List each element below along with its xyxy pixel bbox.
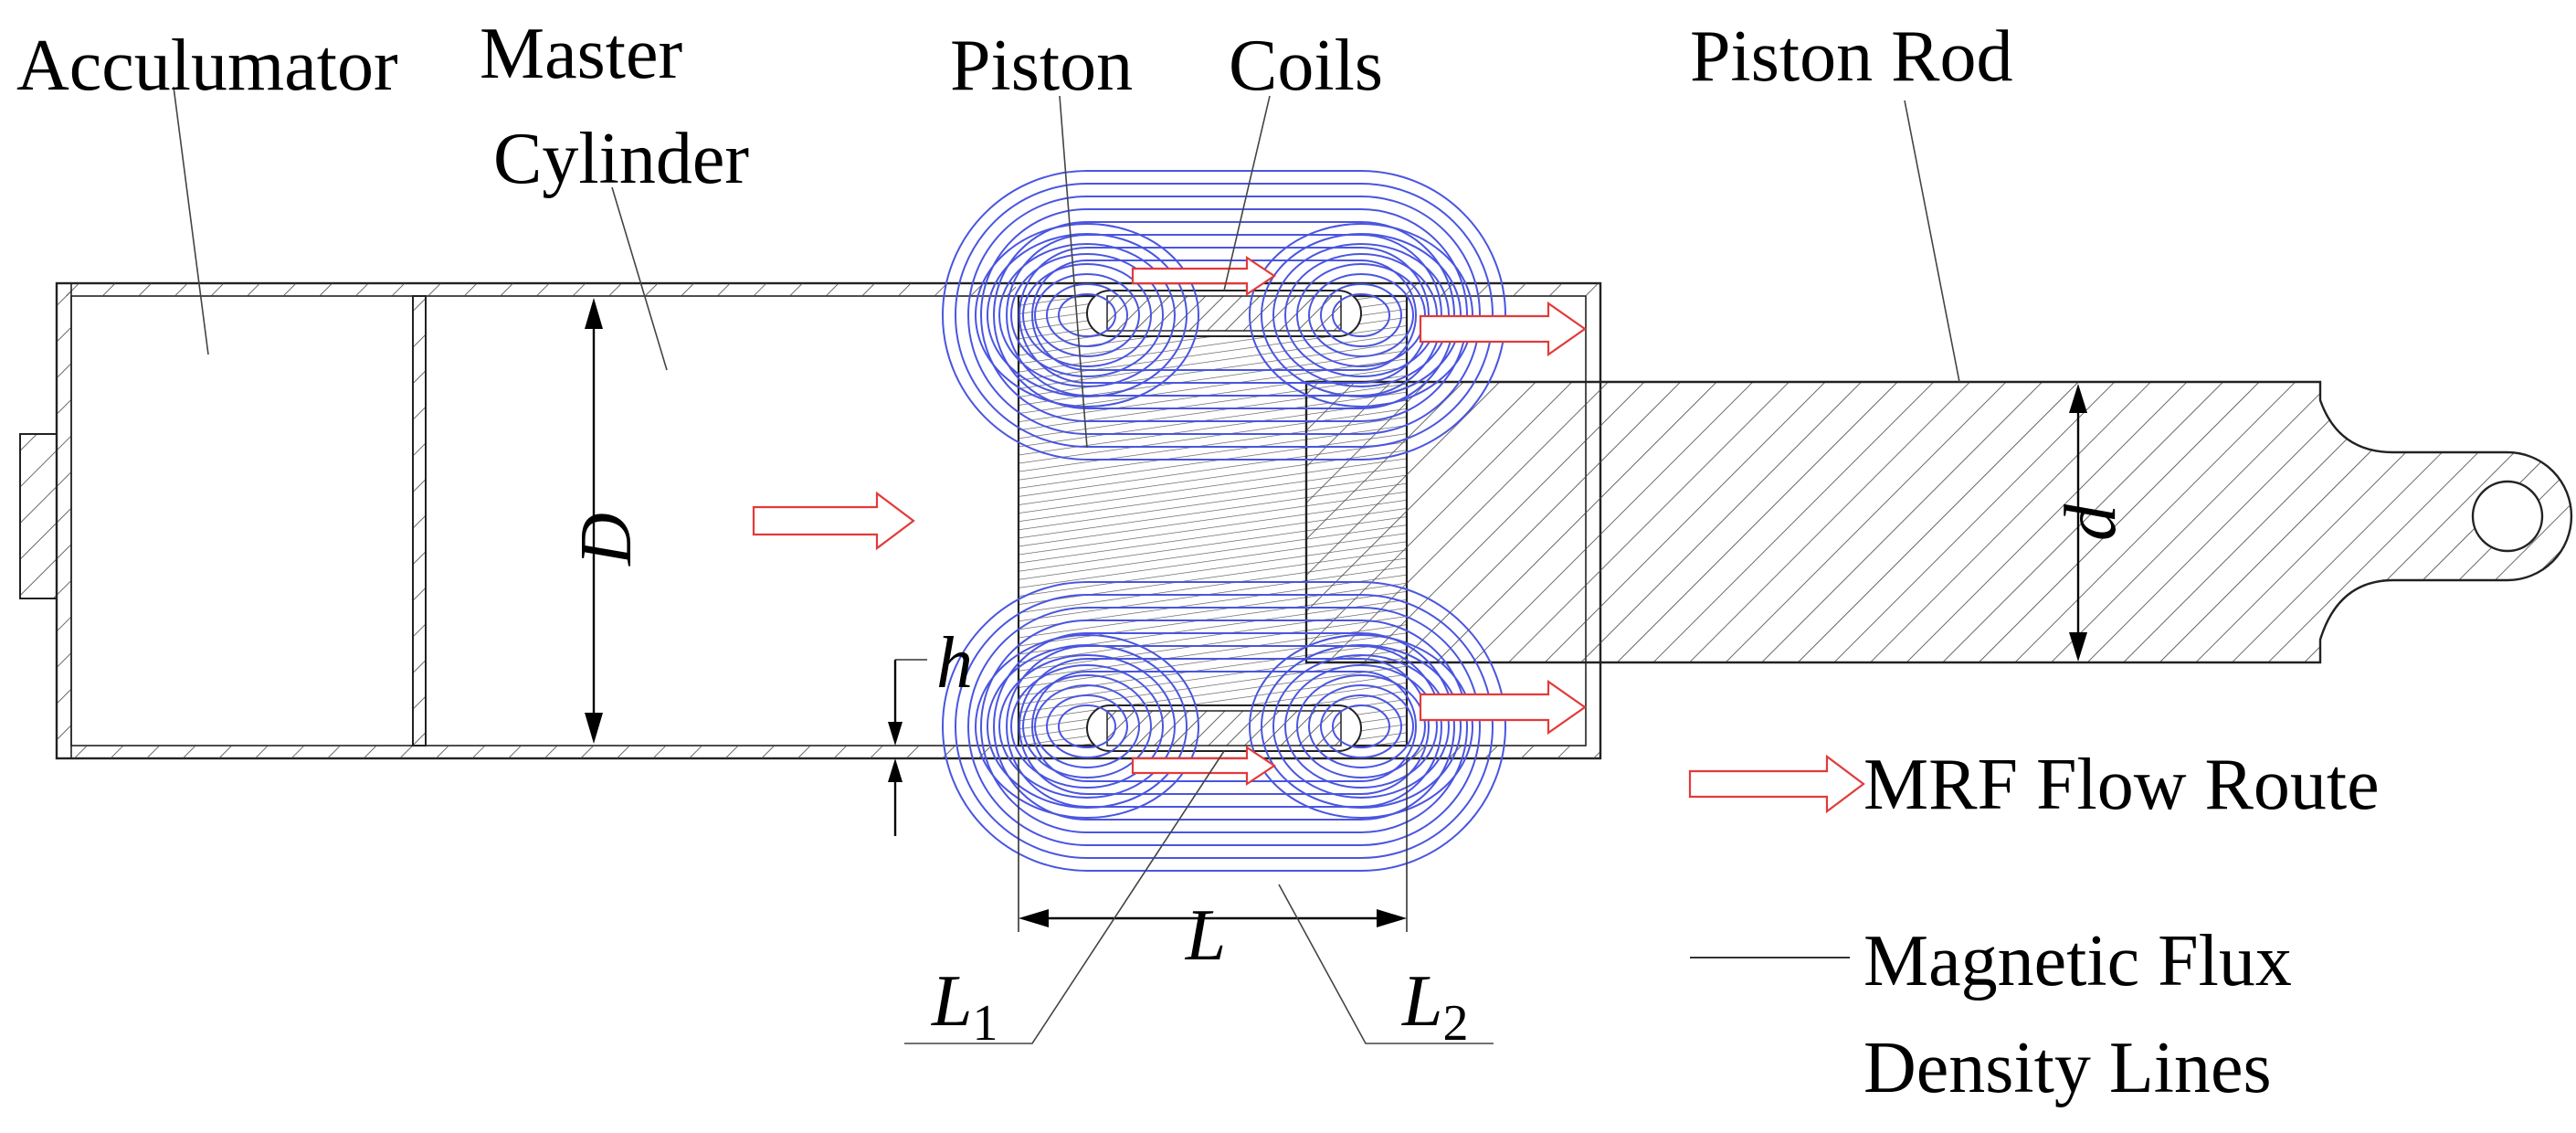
flux-line	[1010, 664, 1164, 789]
flux-line	[975, 634, 1199, 819]
flux-line	[942, 581, 1506, 872]
flux-line	[993, 632, 1455, 821]
flux-line	[1010, 253, 1164, 377]
flux-line	[1022, 263, 1152, 367]
flux-line	[1296, 674, 1426, 778]
label-master-cylinder-line1: Master	[480, 14, 682, 94]
flux-line	[1006, 645, 1442, 808]
legend: MRF Flow Route Magnetic Flux Density Lin…	[1688, 745, 2380, 1108]
coil-bottom	[1086, 704, 1362, 752]
legend-flux-label-line2: Density Lines	[1863, 1028, 2272, 1108]
label-accumulator: Acculumator	[16, 26, 398, 106]
mrf-flow-arrows	[752, 255, 1587, 787]
flux-line	[1308, 273, 1414, 357]
end-boss	[19, 433, 58, 599]
dimension-D	[585, 298, 603, 744]
flow-arrow-top-gap	[1131, 255, 1276, 297]
dimension-h	[888, 659, 927, 836]
flux-line	[1031, 671, 1417, 782]
label-coils: Coils	[1229, 26, 1383, 106]
flux-line	[975, 223, 1199, 408]
flux-line	[1019, 658, 1430, 795]
piston-rod	[1304, 380, 2573, 664]
flux-line	[998, 654, 1176, 799]
dimension-L1-label: L1	[931, 961, 998, 1052]
dimension-d	[2069, 384, 2087, 662]
L1-leader	[904, 750, 1225, 1044]
flux-line	[1046, 283, 1128, 347]
dimension-L2-label: L2	[1401, 961, 1469, 1052]
dimension-d-label: d	[2051, 503, 2131, 541]
flux-line	[998, 243, 1176, 387]
flux-line	[1058, 704, 1116, 748]
rod-eye-hole	[2471, 480, 2544, 553]
label-piston: Piston	[950, 26, 1133, 106]
floating-separator	[412, 295, 427, 747]
flux-line	[1046, 694, 1128, 758]
L2-leader	[1278, 884, 1494, 1044]
flux-line	[1272, 654, 1450, 799]
flux-line	[1034, 273, 1140, 357]
flux-line	[1249, 634, 1473, 819]
dimension-h-label: h	[936, 623, 973, 704]
flux-line	[1284, 664, 1438, 789]
dimension-L	[1018, 758, 1408, 932]
flux-line	[1022, 674, 1152, 778]
legend-flow-arrow	[1688, 754, 1865, 814]
flux-line	[1034, 684, 1140, 768]
flux-line	[955, 594, 1494, 859]
flow-arrow-top-exit	[1419, 301, 1587, 357]
flow-arrow-center	[752, 491, 915, 551]
flux-line	[967, 607, 1481, 846]
flux-line	[1332, 293, 1390, 337]
legend-flow-label: MRF Flow Route	[1863, 745, 2380, 825]
dimension-D-label: D	[566, 513, 647, 566]
label-master-cylinder-line2: Cylinder	[493, 119, 749, 199]
leader-lines	[173, 86, 1960, 449]
dimension-L-label: L	[1185, 895, 1227, 976]
flow-arrow-bottom-gap	[1131, 745, 1276, 787]
flux-line	[1058, 293, 1116, 337]
flow-arrow-bottom-exit	[1419, 679, 1587, 736]
flux-line	[1031, 259, 1417, 371]
legend-flux-label-line1: Magnetic Flux	[1863, 921, 2292, 1001]
flux-line	[1332, 704, 1390, 748]
label-piston-rod: Piston Rod	[1690, 16, 2012, 97]
flux-line	[980, 619, 1468, 833]
flux-line	[1320, 283, 1402, 347]
flux-line	[1320, 694, 1402, 758]
coil-top	[1086, 290, 1362, 337]
flux-line	[1308, 684, 1414, 768]
